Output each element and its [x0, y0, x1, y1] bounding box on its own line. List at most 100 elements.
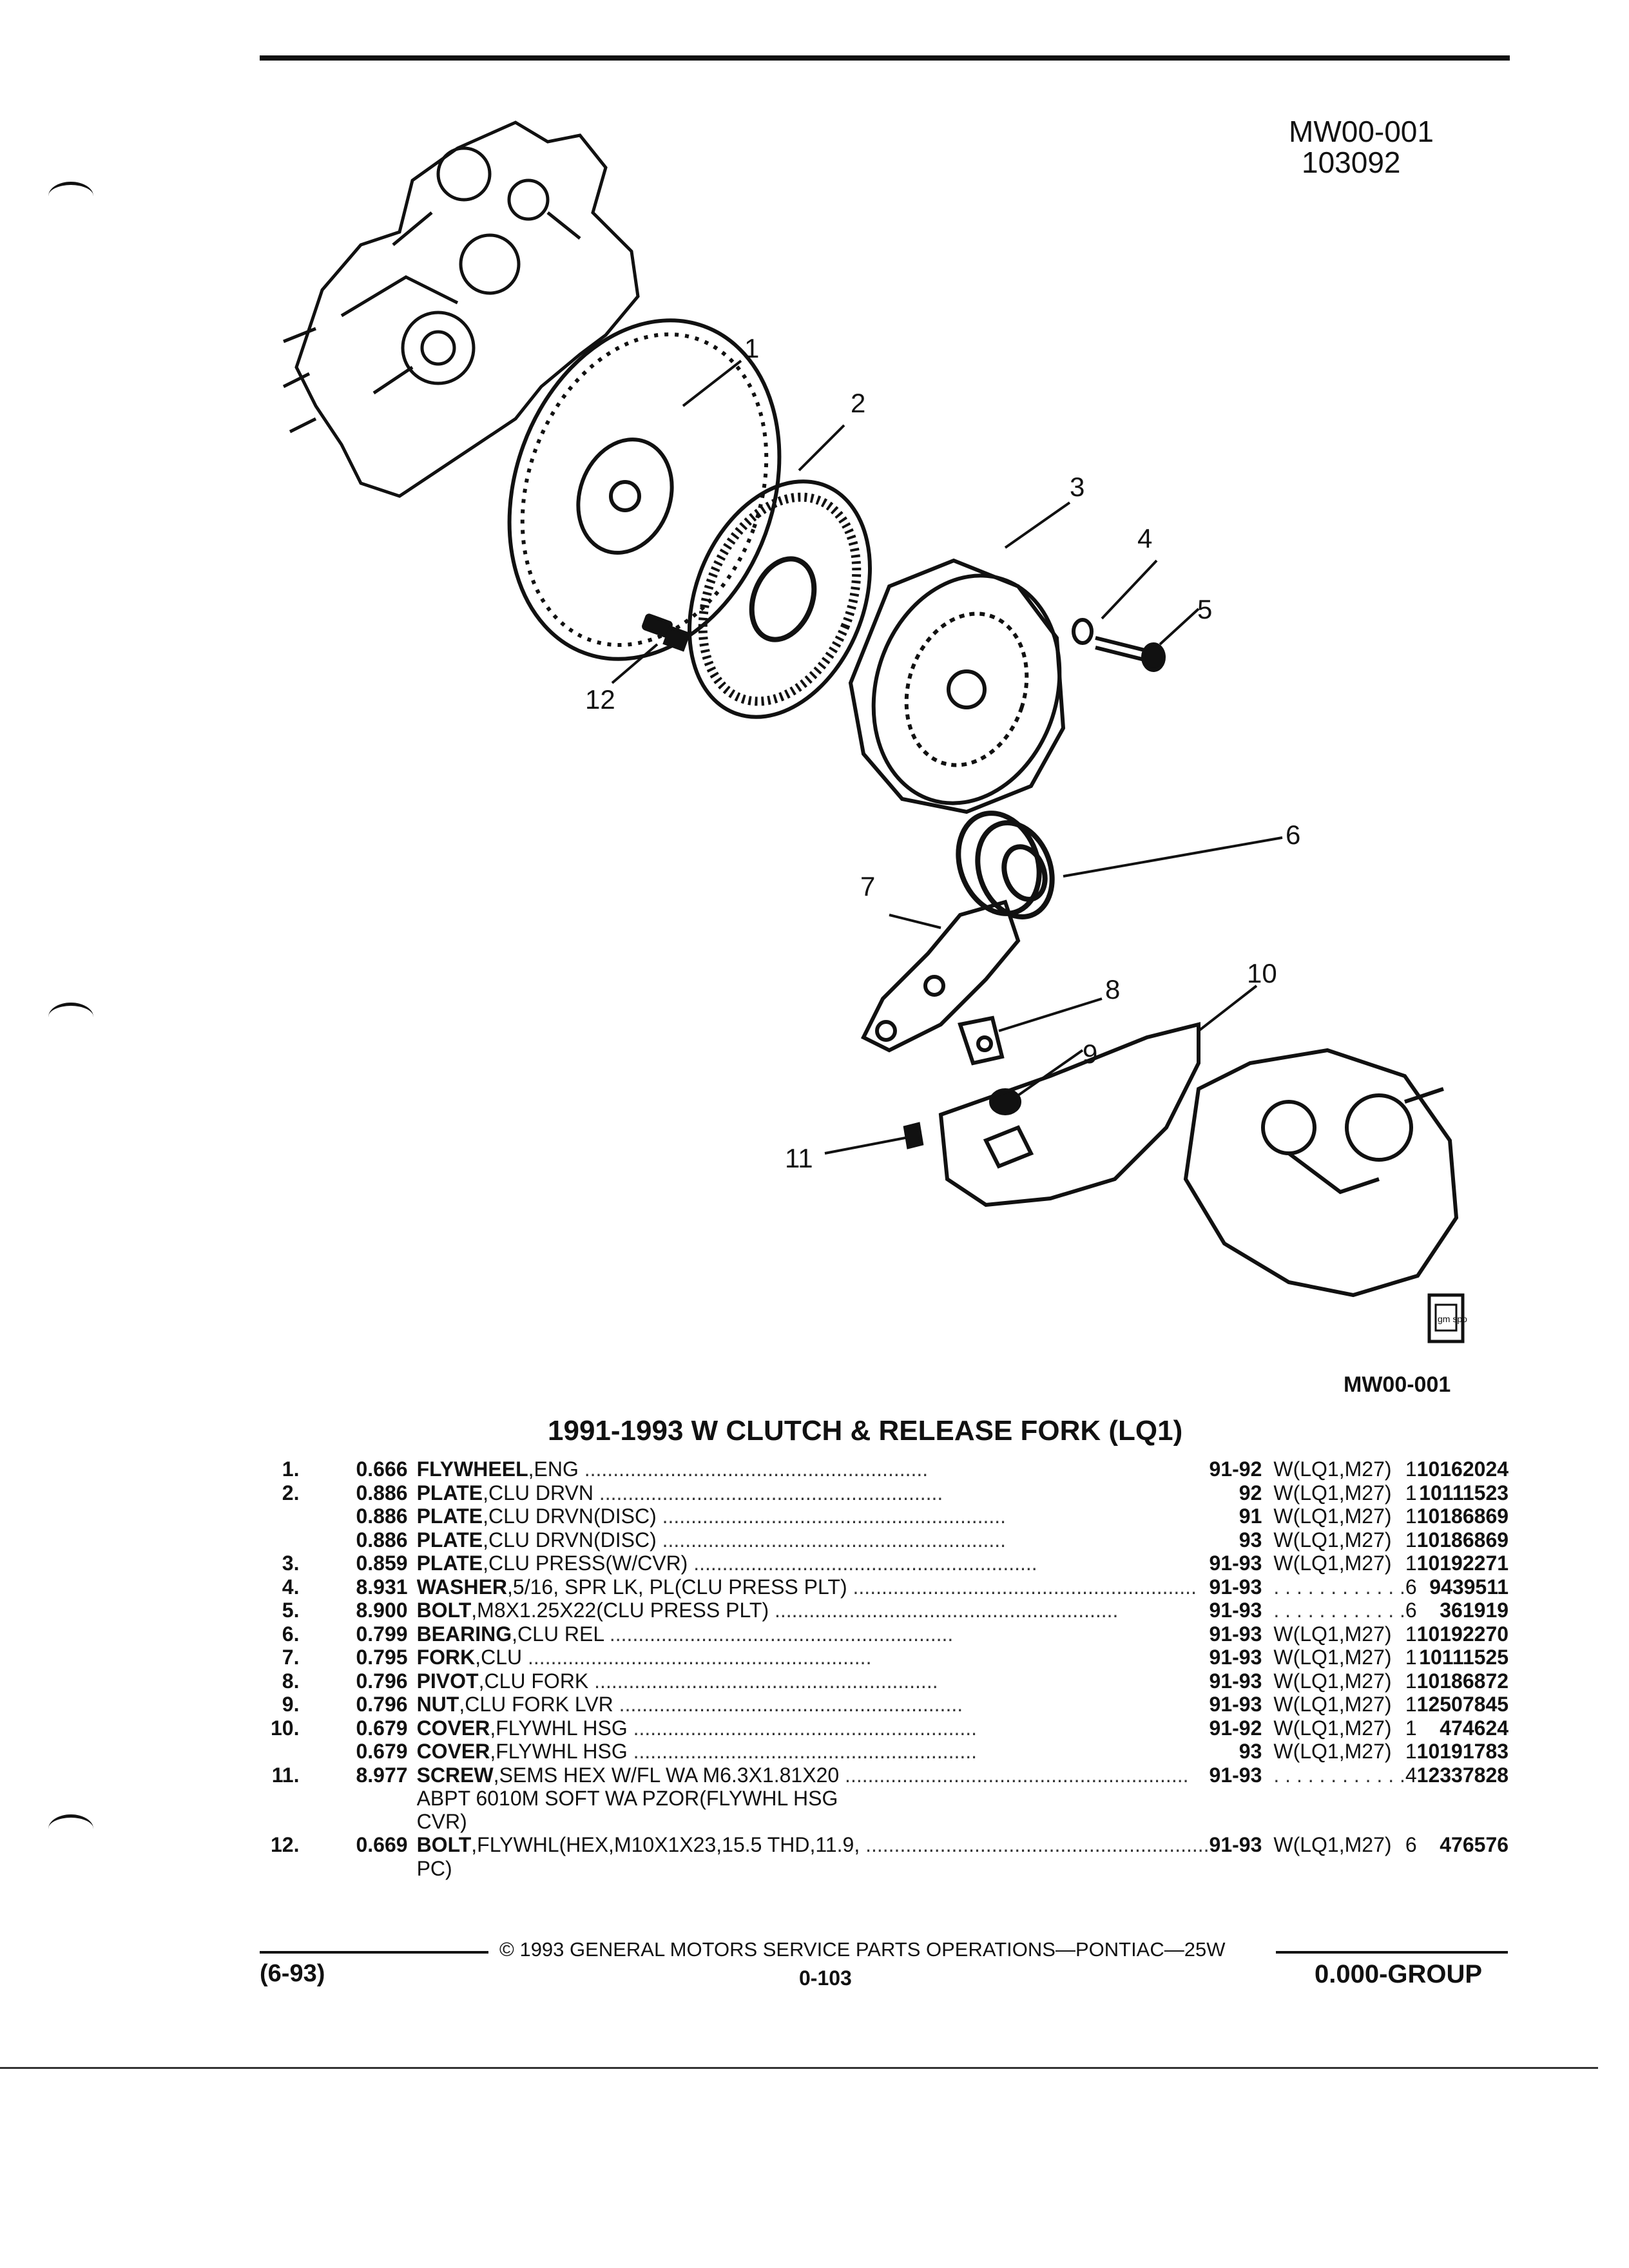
item-number: 9.: [282, 1693, 300, 1716]
usage-code: W(LQ1,M27): [1273, 1622, 1392, 1646]
usage-code: W(LQ1,M27): [1273, 1457, 1392, 1481]
callout-label: 6: [1286, 820, 1300, 850]
usage-code: W(LQ1,M27): [1273, 1504, 1392, 1528]
part-description-continued: ABPT 6010M SOFT WA PZOR(FLYWHL HSG: [416, 1787, 838, 1810]
quantity: 4: [1405, 1763, 1417, 1787]
quantity: 1: [1405, 1693, 1417, 1716]
part-name: PIVOT: [416, 1669, 479, 1693]
figure-ref: 0.886: [356, 1481, 408, 1504]
table-row-continuation: ABPT 6010M SOFT WA PZOR(FLYWHL HSG: [271, 1787, 1509, 1810]
clutch-disc-illustration: [688, 479, 872, 719]
empty-cell: [1210, 1857, 1274, 1880]
model-years: 91: [1239, 1504, 1262, 1528]
usage-code: W(LQ1,M27): [1273, 1552, 1392, 1575]
part-detail: ,FLYWHL HSG: [490, 1740, 628, 1763]
quantity: 6: [1405, 1833, 1417, 1856]
flywheel-illustration: [507, 318, 782, 661]
badge-text: gm spo: [1438, 1314, 1467, 1324]
part-number: 12337828: [1416, 1763, 1509, 1787]
usage-code: W(LQ1,M27): [1273, 1481, 1392, 1504]
figure-ref: 0.679: [356, 1716, 408, 1740]
part-name: NUT: [416, 1693, 459, 1716]
model-years: 91-93: [1209, 1646, 1262, 1669]
model-years: 91-93: [1209, 1763, 1262, 1787]
part-description: PLATE,CLU PRESS(W/CVR) .................…: [417, 1552, 1210, 1575]
leader-dots: ........................................…: [847, 1575, 1197, 1599]
part-number: 474624: [1440, 1716, 1509, 1740]
empty-cell: [1417, 1857, 1509, 1880]
quantity: 1: [1405, 1504, 1417, 1528]
model-years: 92: [1239, 1481, 1262, 1504]
quantity: 1: [1405, 1481, 1417, 1504]
leader-dots: ........................................…: [627, 1740, 978, 1763]
part-detail: ,CLU FORK: [478, 1669, 589, 1693]
item-number: 4.: [282, 1575, 300, 1599]
part-description: PLATE,CLU DRVN(DISC) ...................…: [417, 1504, 1210, 1528]
empty-cell: [1417, 1810, 1509, 1833]
item-number: [271, 1528, 356, 1552]
usage-code: W(LQ1,M27): [1273, 1693, 1392, 1716]
empty-cell: [1405, 1857, 1417, 1880]
part-description: COVER,FLYWHL HSG .......................…: [417, 1716, 1210, 1740]
figure-ref: 0.799: [356, 1622, 408, 1646]
part-number: 10186869: [1416, 1504, 1509, 1528]
part-name: PLATE: [416, 1552, 483, 1575]
part-description: BOLT,M8X1.25X22(CLU PRESS PLT) .........…: [417, 1599, 1210, 1622]
quantity: 1: [1405, 1552, 1417, 1575]
item-number: 7.: [282, 1646, 300, 1669]
empty-cell: [356, 1810, 416, 1833]
empty-cell: [356, 1857, 416, 1880]
usage-code: W(LQ1,M27): [1273, 1528, 1392, 1552]
part-detail: ,FLYWHL(HEX,M10X1X23,15.5 THD,11.9,: [471, 1833, 860, 1856]
part-detail: ,CLU DRVN(DISC): [483, 1504, 657, 1528]
callout-label: 4: [1137, 523, 1152, 553]
part-detail: ,CLU REL: [512, 1622, 604, 1646]
part-name: COVER: [416, 1740, 490, 1763]
item-number: [271, 1504, 356, 1528]
quantity: 1: [1405, 1457, 1417, 1481]
transaxle-illustration: [1183, 1048, 1459, 1298]
quantity: 1: [1405, 1646, 1417, 1669]
item-number: [271, 1740, 356, 1763]
part-detail: ,CLU DRVN(DISC): [483, 1528, 657, 1552]
figure-caption: MW00-001: [1344, 1372, 1451, 1397]
part-description-continued: PC): [416, 1856, 452, 1880]
part-detail: ,CLU FORK LVR: [459, 1693, 613, 1716]
empty-cell: [1417, 1787, 1509, 1810]
empty-cell: [356, 1787, 416, 1810]
part-description: PIVOT,CLU FORK .........................…: [417, 1669, 1210, 1693]
figure-ref: 8.977: [356, 1763, 408, 1787]
part-detail: ,ENG: [528, 1457, 579, 1481]
part-detail: ,SEMS HEX W/FL WA M6.3X1.81X20: [493, 1763, 840, 1787]
model-years: 91-93: [1209, 1669, 1262, 1693]
empty-cell: [1273, 1787, 1405, 1810]
leader-dots: ........................................…: [522, 1646, 872, 1669]
figure-ref: 0.859: [356, 1552, 408, 1575]
table-row-continuation: PC): [271, 1857, 1509, 1880]
item-number: 11.: [271, 1763, 300, 1787]
part-description: BEARING,CLU REL ........................…: [417, 1622, 1210, 1646]
figure-ref: 0.795: [356, 1646, 408, 1669]
callout-label: 9: [1083, 1039, 1097, 1069]
part-number: 361919: [1440, 1599, 1509, 1622]
usage-code: W(LQ1,M27): [1273, 1716, 1392, 1740]
quantity: 1: [1405, 1716, 1417, 1740]
empty-cell: [271, 1810, 356, 1833]
leader-dots: ........................................…: [688, 1552, 1037, 1575]
model-years: 91-93: [1209, 1622, 1262, 1646]
item-number: 3.: [282, 1552, 300, 1575]
usage-code: . . . . . . . . . . . .: [1273, 1763, 1405, 1787]
callout-labels: 1 2 3 4 5 6 7 8 9 10 11 12: [585, 333, 1300, 1173]
part-number: 10162024: [1416, 1457, 1509, 1481]
item-number: 1.: [282, 1457, 300, 1481]
quantity: 1: [1405, 1740, 1417, 1763]
callout-label: 12: [585, 684, 615, 715]
part-description: PLATE,CLU DRVN .........................…: [417, 1481, 1210, 1505]
figure-ref: 0.666: [356, 1457, 408, 1481]
item-number: 10.: [271, 1716, 300, 1740]
callout-label: 7: [860, 871, 875, 901]
